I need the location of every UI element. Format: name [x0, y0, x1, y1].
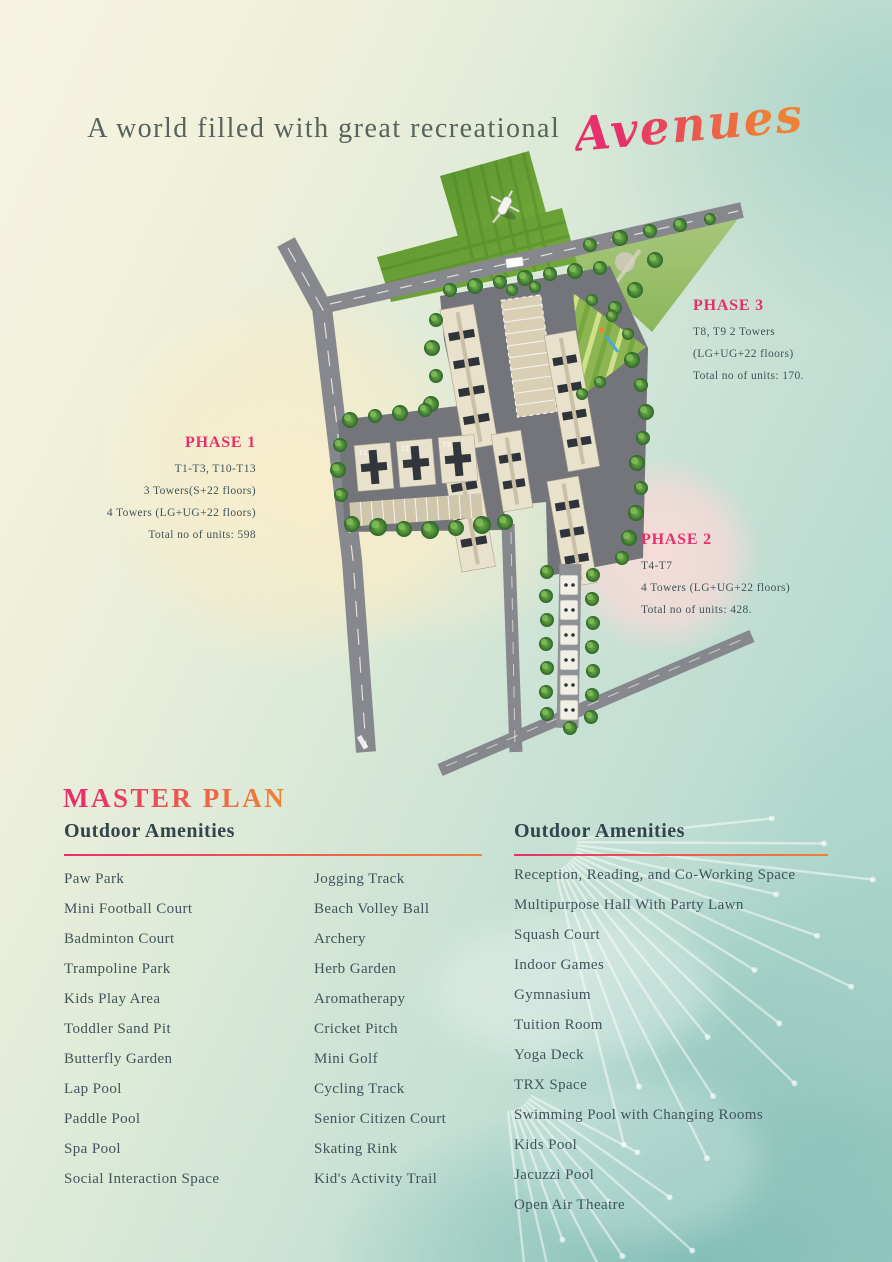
amenity-item: Kid's Activity Trail	[314, 1171, 438, 1187]
phase1-label: PHASE 1 T1-T3, T10-T13 3 Towers(S+22 flo…	[26, 432, 256, 546]
phase1-title: PHASE 1	[185, 434, 256, 451]
amenity-item: Yoga Deck	[514, 1047, 584, 1063]
amenity-item: Lap Pool	[64, 1081, 122, 1097]
amenity-item: Cricket Pitch	[314, 1021, 398, 1037]
amenities-header-right: Outdoor Amenities	[514, 820, 685, 842]
title-script-text: Avenues	[571, 87, 807, 163]
gradient-rule-left	[64, 854, 482, 856]
page-title: A world filled with great recreational A…	[0, 84, 892, 174]
amenity-item: Kids Pool	[514, 1137, 578, 1153]
dandelion-rays	[506, 815, 876, 1262]
trees	[330, 213, 716, 735]
amenity-item: Spa Pool	[64, 1141, 121, 1157]
amenity-item: Archery	[314, 931, 366, 947]
amenity-item: Aromatherapy	[314, 991, 406, 1007]
amenity-item: Indoor Games	[514, 957, 605, 973]
phase1-towers: T1 T2 T3	[353, 434, 479, 492]
amenity-item: Paddle Pool	[64, 1111, 141, 1127]
phase3-label: PHASE 3 T8, T9 2 Towers (LG+UG+22 floors…	[693, 295, 883, 387]
amenity-item: Mini Football Court	[64, 901, 193, 917]
amenity-item: Skating Rink	[314, 1141, 398, 1157]
amenities-column-1: Paw Park Mini Football Court Badminton C…	[64, 864, 324, 1194]
phase1-parking	[349, 493, 483, 527]
gradient-rule-right	[514, 854, 828, 856]
master-plan-heading: MASTER PLAN	[63, 783, 287, 813]
amenity-item: Open Air Theatre	[514, 1197, 626, 1213]
phase2-title: PHASE 2	[641, 531, 712, 548]
phase2-label: PHASE 2 T4-T7 4 Towers (LG+UG+22 floors)…	[641, 529, 861, 621]
tower-label: T1	[358, 450, 367, 458]
roads	[277, 202, 755, 776]
amenity-item: Squash Court	[514, 927, 601, 943]
amenity-item: Herb Garden	[314, 961, 397, 977]
amenity-item: Mini Golf	[314, 1051, 379, 1067]
road-marking	[356, 734, 369, 750]
water-slide	[604, 335, 620, 353]
amenity-item: Cycling Track	[314, 1081, 405, 1097]
amenities-column-2: Jogging Track Beach Volley Ball Archery …	[314, 864, 574, 1194]
central-parking	[500, 294, 558, 418]
amenity-item: Senior Citizen Court	[314, 1111, 447, 1127]
amenity-item: Paw Park	[64, 871, 125, 887]
amenity-item: Jacuzzi Pool	[514, 1167, 595, 1183]
helicopter-icon	[490, 190, 520, 224]
amenity-item: Swimming Pool with Changing Rooms	[514, 1107, 764, 1123]
wash-cloud2	[520, 1080, 760, 1240]
amenity-item: Butterfly Garden	[64, 1051, 173, 1067]
amenity-item: Jogging Track	[314, 871, 405, 887]
villa-row	[556, 563, 582, 729]
amenity-item: Reception, Reading, and Co-Working Space	[514, 867, 796, 883]
amenity-item: Trampoline Park	[64, 961, 171, 977]
amenity-item: Multipurpose Hall With Party Lawn	[514, 897, 744, 913]
road-bottom	[437, 630, 755, 776]
tower-label: T3	[442, 442, 451, 450]
road-left	[277, 237, 376, 753]
play-equipment	[599, 327, 605, 333]
amenity-item: Toddler Sand Pit	[64, 1021, 172, 1037]
amenities-column-3: Reception, Reading, and Co-Working Space…	[514, 860, 844, 1220]
phase3-title: PHASE 3	[693, 297, 764, 314]
amenity-item: Social Interaction Space	[64, 1171, 220, 1187]
truck-icon	[505, 256, 524, 269]
amenity-item: Gymnasium	[514, 987, 591, 1003]
amenities-header-left: Outdoor Amenities	[64, 820, 235, 842]
amenity-item: Badminton Court	[64, 931, 175, 947]
amenity-item: Beach Volley Ball	[314, 901, 430, 917]
road-top	[320, 202, 744, 314]
amenity-item: Tuition Room	[514, 1017, 603, 1033]
title-main-text: A world filled with great recreational	[87, 113, 561, 144]
wash-cloud	[435, 920, 715, 1060]
amenity-item: Kids Play Area	[64, 991, 161, 1007]
tower-label: T2	[400, 446, 409, 454]
amenity-item: TRX Space	[514, 1077, 588, 1093]
